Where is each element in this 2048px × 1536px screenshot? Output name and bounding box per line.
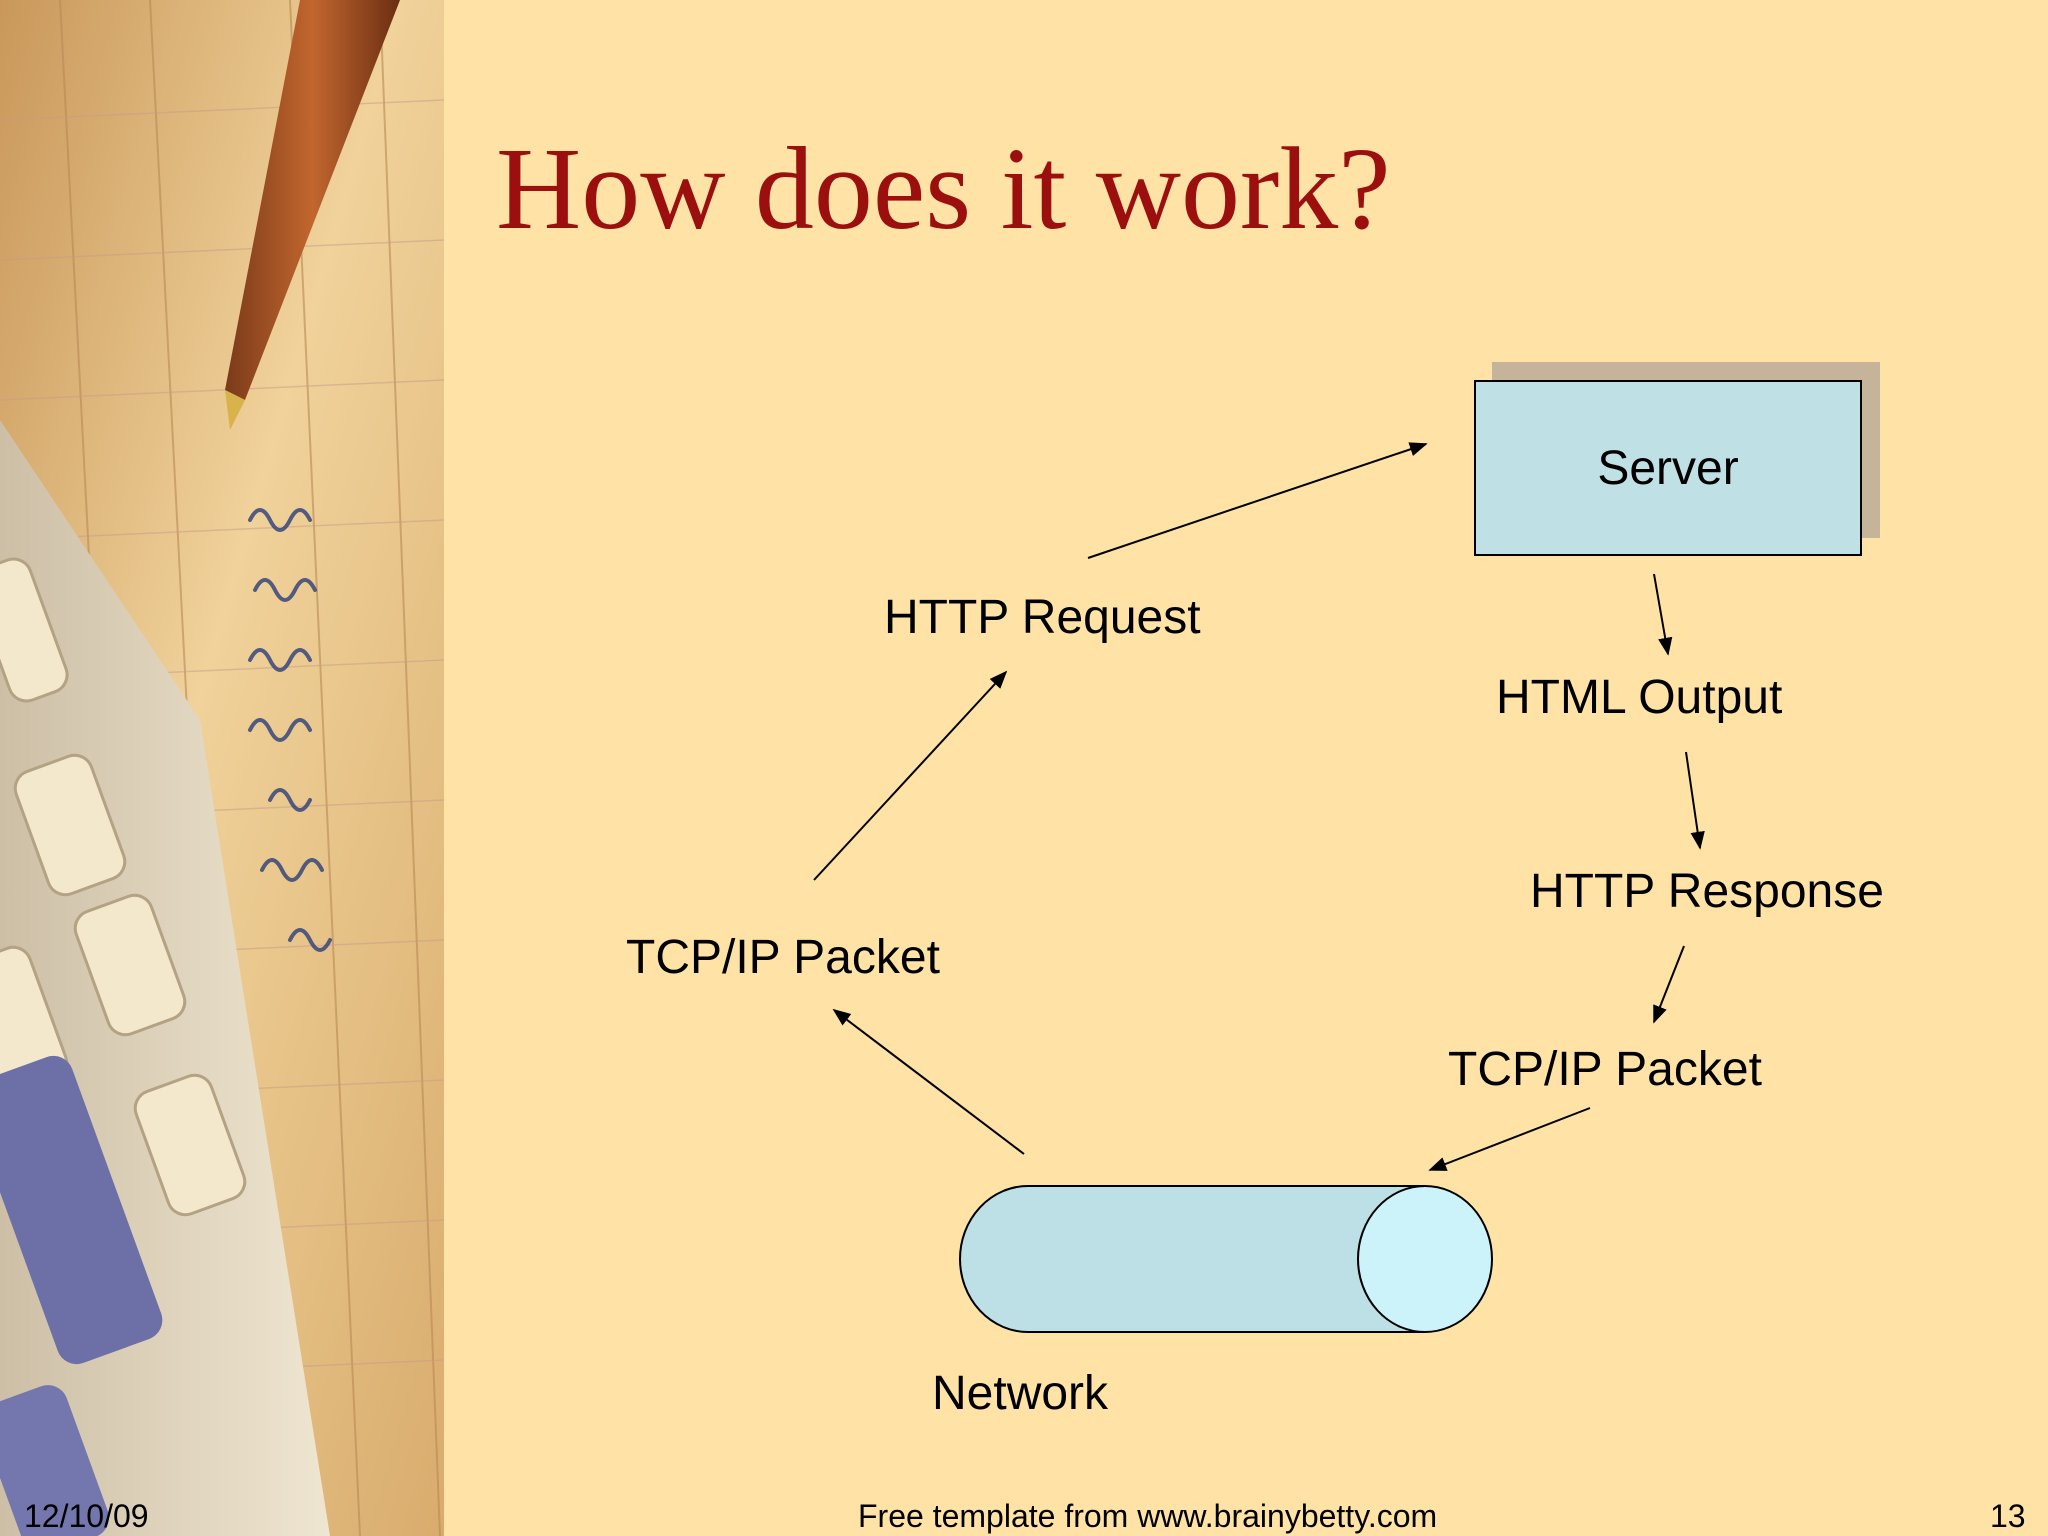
html-output-label: HTML Output (1496, 671, 1783, 724)
arrow-html-output-to-response (1685, 751, 1705, 850)
network-label: Network (932, 1367, 1109, 1420)
arrow-response-to-packet (1653, 945, 1685, 1024)
tcpip-packet-left-label: TCP/IP Packet (626, 931, 940, 984)
arrow-network-to-packet (832, 1008, 1025, 1155)
footer-date: 12/10/09 (24, 1498, 149, 1534)
server-box: Server (1474, 380, 1862, 556)
footer-page-number: 13 (1990, 1498, 2026, 1534)
http-response-label: HTTP Response (1530, 865, 1884, 918)
network-cylinder (959, 1185, 1493, 1333)
footer-credit: Free template from www.brainybetty.com (858, 1498, 1438, 1534)
arrow-server-to-html-output (1653, 573, 1673, 656)
tcpip-packet-right-label: TCP/IP Packet (1448, 1043, 1762, 1096)
http-request-label: HTTP Request (884, 591, 1201, 644)
slide-title: How does it work? (496, 123, 1391, 254)
arrow-request-to-server (1087, 442, 1428, 559)
server-label: Server (1597, 441, 1739, 495)
ledger-calculator-photo (0, 0, 444, 1536)
arrow-packet-to-network (1428, 1107, 1591, 1171)
arrow-packet-to-request (813, 670, 1008, 881)
